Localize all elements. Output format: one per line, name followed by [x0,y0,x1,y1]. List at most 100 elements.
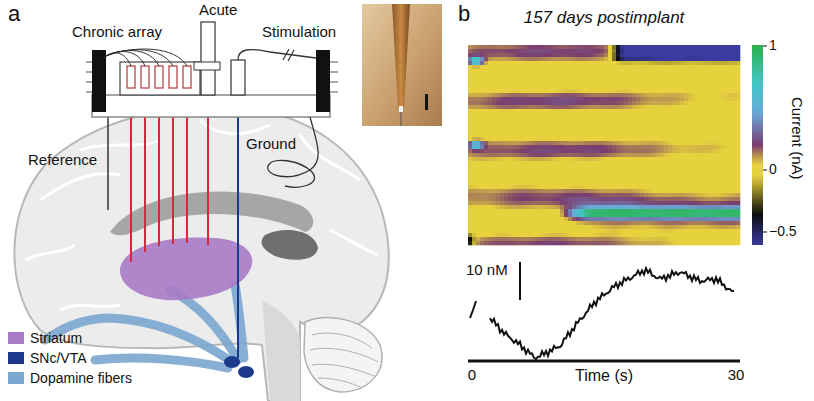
color-plot-cell [732,133,736,137]
color-plot-cell [608,57,612,61]
color-plot-cell [560,137,564,141]
color-plot-cell [736,65,740,69]
color-plot-cell [720,81,724,85]
color-plot-cell [616,113,620,117]
color-plot-cell [472,141,476,145]
color-plot-cell [580,137,584,141]
color-plot-cell [544,125,548,129]
color-plot-cell [524,145,528,149]
color-plot-cell [576,57,580,61]
color-plot-cell [524,101,528,105]
color-plot-cell [500,81,504,85]
color-plot-cell [476,53,480,57]
color-plot-cell [704,77,708,81]
color-plot-cell [508,49,512,53]
color-plot-cell [640,53,644,57]
cerebellum [304,318,382,392]
color-plot-cell [720,69,724,73]
color-plot-cell [628,149,632,153]
color-plot-cell [712,125,716,129]
color-plot-cell [580,141,584,145]
color-plot-cell [724,93,728,97]
color-plot-cell [496,81,500,85]
color-plot-cell [596,137,600,141]
color-plot-cell [540,133,544,137]
color-plot-cell [508,109,512,113]
color-plot-cell [628,97,632,101]
color-plot-cell [668,53,672,57]
color-plot-cell [536,157,540,161]
color-plot-cell [568,137,572,141]
color-plot-cell [680,65,684,69]
color-plot-cell [604,121,608,125]
color-plot-cell [520,109,524,113]
color-plot-cell [636,85,640,89]
color-plot-cell [700,125,704,129]
color-plot-cell [592,65,596,69]
color-plot-cell [640,45,644,49]
color-plot-cell [624,121,628,125]
color-plot-cell [708,85,712,89]
color-plot-cell [640,85,644,89]
color-plot-cell [632,81,636,85]
color-plot-cell [644,89,648,93]
color-plot-cell [596,121,600,125]
color-plot-cell [544,65,548,69]
color-plot-cell [660,105,664,109]
color-plot-cell [588,77,592,81]
color-plot-cell [488,113,492,117]
color-plot-cell [660,117,664,121]
color-plot-cell [592,153,596,157]
color-plot-cell [608,129,612,133]
color-plot-cell [736,117,740,121]
color-plot-cell [584,69,588,73]
color-plot-cell [588,145,592,149]
color-plot-cell [664,73,668,77]
color-plot-cell [560,65,564,69]
color-plot-cell [628,53,632,57]
color-plot-cell [720,117,724,121]
color-plot-cell [580,149,584,153]
color-plot-cell [472,121,476,125]
color-plot-cell [596,109,600,113]
color-plot-cell [716,53,720,57]
color-plot-cell [568,65,572,69]
color-plot-cell [648,113,652,117]
color-plot-cell [476,69,480,73]
color-plot-cell [564,105,568,109]
color-plot-cell [624,137,628,141]
color-plot-cell [700,73,704,77]
color-plot-cell [604,77,608,81]
color-plot-cell [576,49,580,53]
color-plot-cell [528,101,532,105]
color-plot-cell [468,129,472,133]
color-plot-cell [508,97,512,101]
color-plot-cell [532,157,536,161]
color-plot-cell [504,121,508,125]
color-plot-cell [512,113,516,117]
color-plot-cell [704,61,708,65]
color-plot-cell [664,89,668,93]
color-plot-cell [512,141,516,145]
color-plot-cell [704,101,708,105]
color-plot-cell [520,137,524,141]
color-plot-cell [620,77,624,81]
color-plot-cell [480,133,484,137]
color-plot-cell [728,133,732,137]
color-plot-cell [488,85,492,89]
color-plot-cell [512,157,516,161]
color-plot-cell [488,153,492,157]
color-plot-cell [676,145,680,149]
color-plot-cell [680,117,684,121]
color-plot-cell [608,85,612,89]
color-plot-cell [524,121,528,125]
color-plot-cell [504,93,508,97]
color-plot-cell [720,109,724,113]
color-plot-cell [540,65,544,69]
color-plot-cell [544,81,548,85]
color-plot-cell [584,137,588,141]
color-plot-cell [580,69,584,73]
color-plot-cell [628,133,632,137]
glass-pipette [392,4,410,108]
color-plot-cell [668,113,672,117]
